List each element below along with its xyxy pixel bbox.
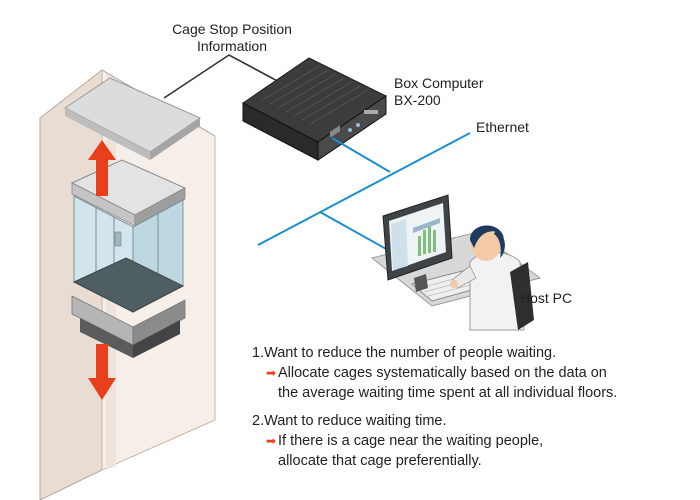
note-detail-continued: allocate that cage preferentially. xyxy=(278,453,482,469)
cage-stop-label-line2: Information xyxy=(196,38,268,54)
ethernet-label: Ethernet xyxy=(476,119,529,135)
ethernet-network xyxy=(257,132,471,251)
note-item: 1.Want to reduce the number of people wa… xyxy=(252,343,617,403)
box-computer-label-line2: BX-200 xyxy=(394,92,441,108)
arrow-right-icon: ➡ xyxy=(266,366,277,380)
requirements-notes: 1.Want to reduce the number of people wa… xyxy=(252,343,617,479)
arrow-right-icon: ➡ xyxy=(266,434,277,448)
note-item: 2.Want to reduce waiting time. ➡If there… xyxy=(252,411,617,471)
cage-stop-label: Cage Stop Position Information xyxy=(157,21,307,55)
cage-stop-label-line1: Cage Stop Position xyxy=(172,21,292,37)
note-detail: ➡Allocate cages systematically based on … xyxy=(252,363,617,383)
note-detail-text: Allocate cages systematically based on t… xyxy=(278,365,607,381)
arrow-down-icon xyxy=(88,344,116,400)
host-pc-workstation xyxy=(370,194,542,331)
elevator-car xyxy=(70,159,187,358)
box-computer-label: Box Computer BX-200 xyxy=(394,75,483,109)
note-detail: ➡If there is a cage near the waiting peo… xyxy=(252,431,617,451)
box-computer-label-line1: Box Computer xyxy=(394,75,484,91)
note-heading: 2.Want to reduce waiting time. xyxy=(252,413,447,429)
box-computer xyxy=(242,57,387,161)
host-pc-label: Host PC xyxy=(520,290,573,306)
note-detail-text: If there is a cage near the waiting peop… xyxy=(278,433,544,449)
note-heading: 1.Want to reduce the number of people wa… xyxy=(252,345,557,361)
cage-signal-line xyxy=(163,54,299,99)
upper-cage-platform xyxy=(64,77,202,160)
arrow-up-icon xyxy=(88,140,116,196)
note-detail-continued: the average waiting time spent at all in… xyxy=(278,385,618,401)
